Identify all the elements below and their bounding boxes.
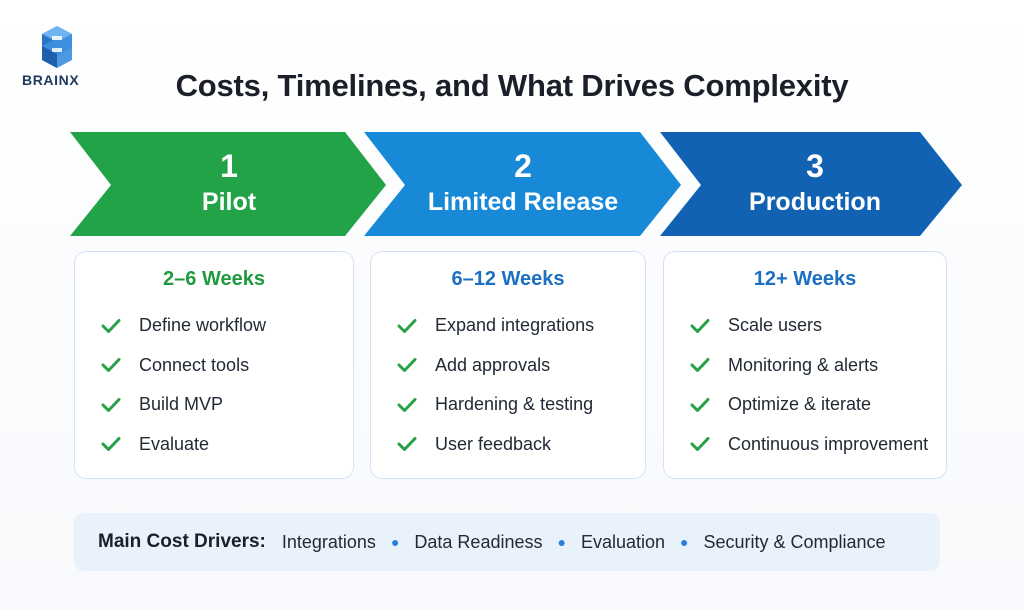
item-label: Expand integrations [435,315,595,336]
checkmark-icon [397,318,427,334]
list-item: Add approvals [397,346,594,386]
stage-name: Pilot [201,188,257,216]
checkmark-icon [101,397,131,413]
cost-driver-item: Data Readiness [414,531,543,552]
list-item: Expand integrations [397,306,594,346]
bullet-dot-icon: ● [557,534,566,550]
checkmark-icon [397,397,427,413]
checkmark-icon [690,397,720,413]
list-item: Continuous improvement [690,425,928,465]
brainx-cube-logo-icon [42,26,72,68]
stage-number: 1 [220,148,238,184]
stage-name: Production [749,188,881,216]
item-label: Add approvals [435,354,551,375]
list-item: User feedback [397,425,594,465]
checkmark-icon [690,357,720,373]
stage-header-production: 3 Production [701,130,929,236]
stage-number: 2 [514,148,532,184]
stage-arrow-pilot [70,132,386,236]
stage-arrows [70,132,962,236]
item-label: Monitoring & alerts [728,354,879,375]
item-label: Hardening & testing [435,394,594,415]
bullet-dot-icon: ● [680,534,689,550]
item-label: Define workflow [139,315,267,336]
brand-name: BRAINX [22,72,80,88]
stage-duration: 6–12 Weeks [451,268,565,290]
stage-duration: 2–6 Weeks [163,268,265,290]
task-list: Scale users Monitoring & alerts Optimize… [690,306,928,464]
checkmark-icon [397,436,427,452]
stage-card-limited-release: 6–12 Weeks Expand integrations Add appro… [370,251,646,479]
checkmark-icon [101,318,131,334]
item-label: Optimize & iterate [728,394,872,415]
list-item: Connect tools [101,346,266,386]
item-label: Build MVP [139,394,224,415]
cost-driver-item: Integrations [281,531,376,552]
list-item: Define workflow [101,306,266,346]
stage-number: 3 [806,148,824,184]
stage-card-production: 12+ Weeks Scale users Monitoring & alert… [663,251,947,479]
list-item: Scale users [690,306,928,346]
stage-arrow-limited-release [364,132,681,236]
list-item: Optimize & iterate [690,385,928,425]
stage-header-limited-release: 2 Limited Release [405,130,641,236]
item-label: Evaluate [139,433,210,454]
cost-drivers-bar: Main Cost Drivers: Integrations ● Data R… [74,513,940,571]
item-label: User feedback [435,433,552,454]
checkmark-icon [690,436,720,452]
page-title: Costs, Timelines, and What Drives Comple… [175,68,849,103]
bullet-dot-icon: ● [390,534,400,550]
checkmark-icon [397,357,427,373]
brand-logo: BRAINX [22,24,92,88]
checkmark-icon [690,318,720,334]
checkmark-icon [101,436,131,452]
item-label: Scale users [728,315,823,336]
item-label: Connect tools [139,354,250,375]
task-list: Expand integrations Add approvals Harden… [397,306,594,464]
cost-drivers-label: Main Cost Drivers: [98,531,266,552]
item-label: Continuous improvement [728,433,929,454]
list-item: Build MVP [101,385,266,425]
list-item: Monitoring & alerts [690,346,928,386]
stage-card-pilot: 2–6 Weeks Define workflow Connect tools … [74,251,354,479]
list-item: Evaluate [101,425,266,465]
cost-driver-item: Evaluation [580,531,666,552]
list-item: Hardening & testing [397,385,594,425]
stage-duration: 12+ Weeks [753,268,857,290]
task-list: Define workflow Connect tools Build MVP … [101,306,266,464]
stage-name: Limited Release [427,188,619,216]
stage-arrow-production [660,132,962,236]
cost-driver-item: Security & Compliance [703,531,886,552]
stage-header-pilot: 1 Pilot [111,130,347,236]
checkmark-icon [101,357,131,373]
